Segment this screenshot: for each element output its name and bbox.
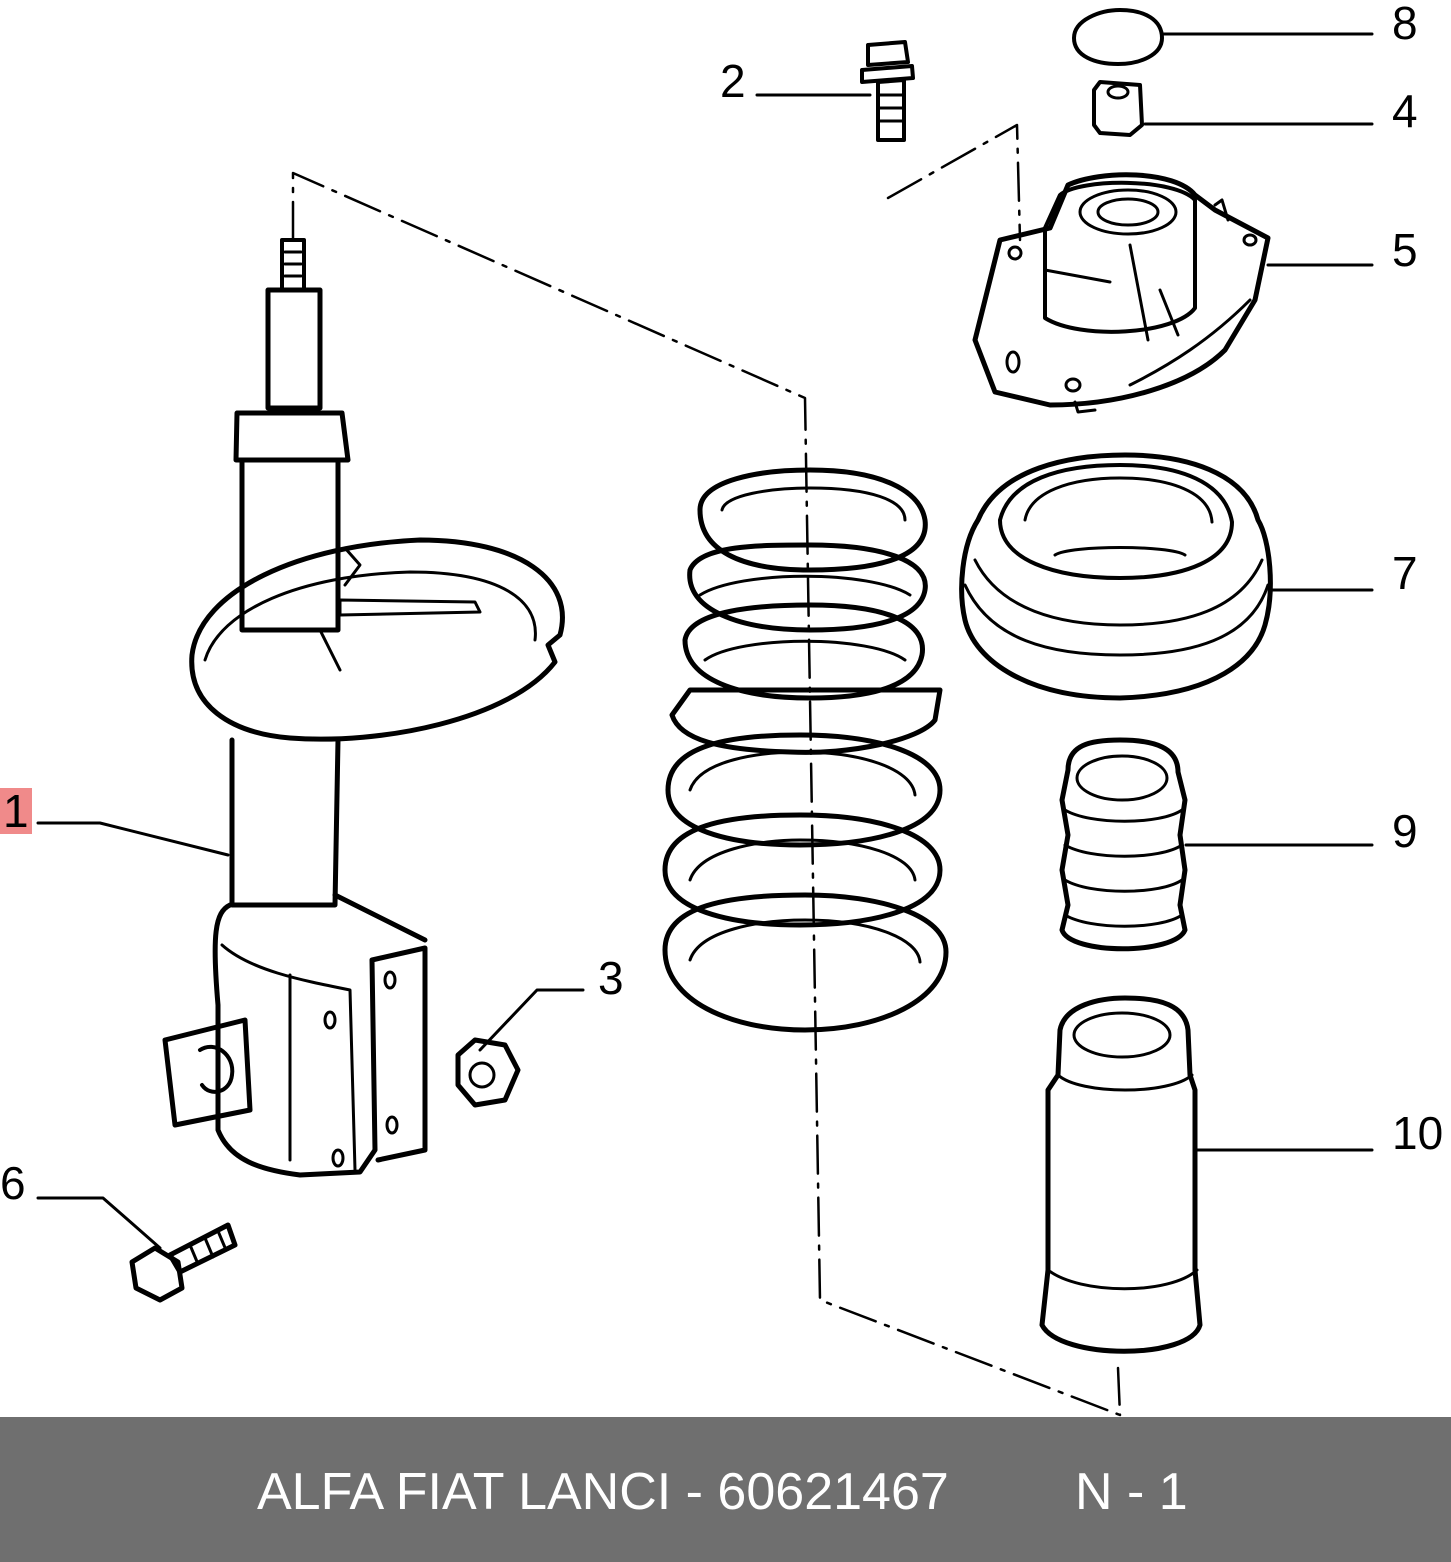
dust-boot (1039, 995, 1203, 1354)
flange-nut (455, 1037, 521, 1108)
callout-10: 10 (1392, 1107, 1444, 1159)
footer-bar: ALFA FIAT LANCI - 60621467 N - 1 (0, 1417, 1451, 1562)
strut-top-mount (972, 172, 1271, 414)
callout-6: 6 (0, 1157, 26, 1209)
leader-3 (478, 988, 585, 1052)
spring-upper-seat (959, 452, 1273, 701)
dust-cap (1072, 8, 1164, 66)
coil-spring (662, 467, 949, 1033)
part-number-label: ALFA FIAT LANCI - 60621467 (257, 1463, 949, 1521)
leader-1 (36, 821, 230, 857)
callout-8: 8 (1392, 0, 1418, 49)
top-nut (1092, 80, 1144, 137)
callout-1: 1 (0, 788, 32, 834)
callout-4: 4 (1392, 85, 1418, 137)
leader-6 (36, 1196, 162, 1250)
callout-2: 2 (720, 55, 746, 107)
page-indicator: N - 1 (1075, 1463, 1188, 1521)
assembly-axis-lines (291, 123, 1122, 1417)
callout-5: 5 (1392, 224, 1418, 276)
lower-bolt (129, 1222, 238, 1303)
bump-stop (1059, 737, 1188, 952)
top-bolt (860, 40, 915, 142)
callout-7: 7 (1392, 547, 1418, 599)
callout-3: 3 (598, 952, 624, 1004)
shock-absorber-strut (162, 238, 565, 1178)
leader-lines (36, 32, 1374, 1250)
callout-9: 9 (1392, 805, 1418, 857)
exploded-parts-diagram (36, 8, 1374, 1417)
